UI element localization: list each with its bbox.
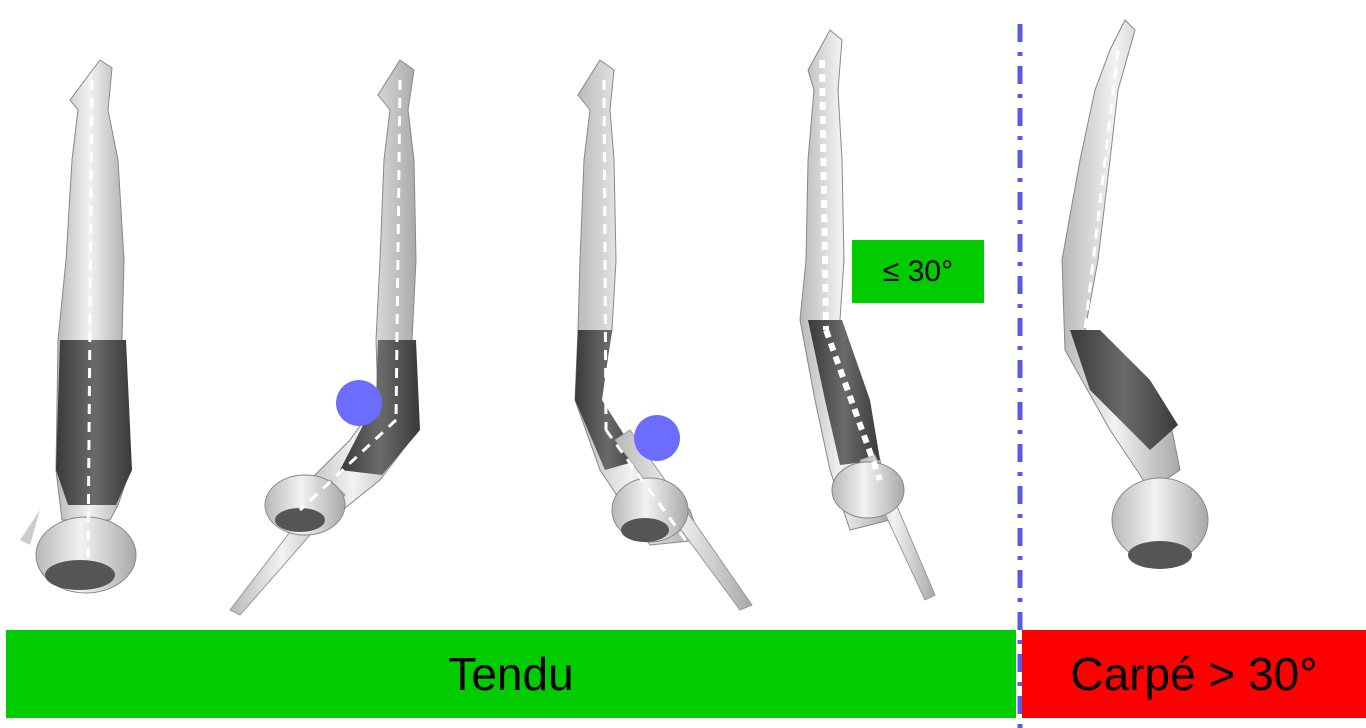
hip-marker [336,380,382,426]
diver-pike-over-30deg [1062,20,1208,569]
diver-straight [20,60,136,593]
diver-limit-30deg [800,30,935,600]
hip-marker [634,415,680,461]
diver-hip-flexion-2 [575,60,752,610]
tendu-category-bar: Tendu [6,630,1016,718]
carpe-category-bar: Carpé > 30° [1022,630,1366,718]
diver-hip-flexion-1 [230,60,420,615]
angle-threshold-label: ≤ 30° [852,240,984,303]
